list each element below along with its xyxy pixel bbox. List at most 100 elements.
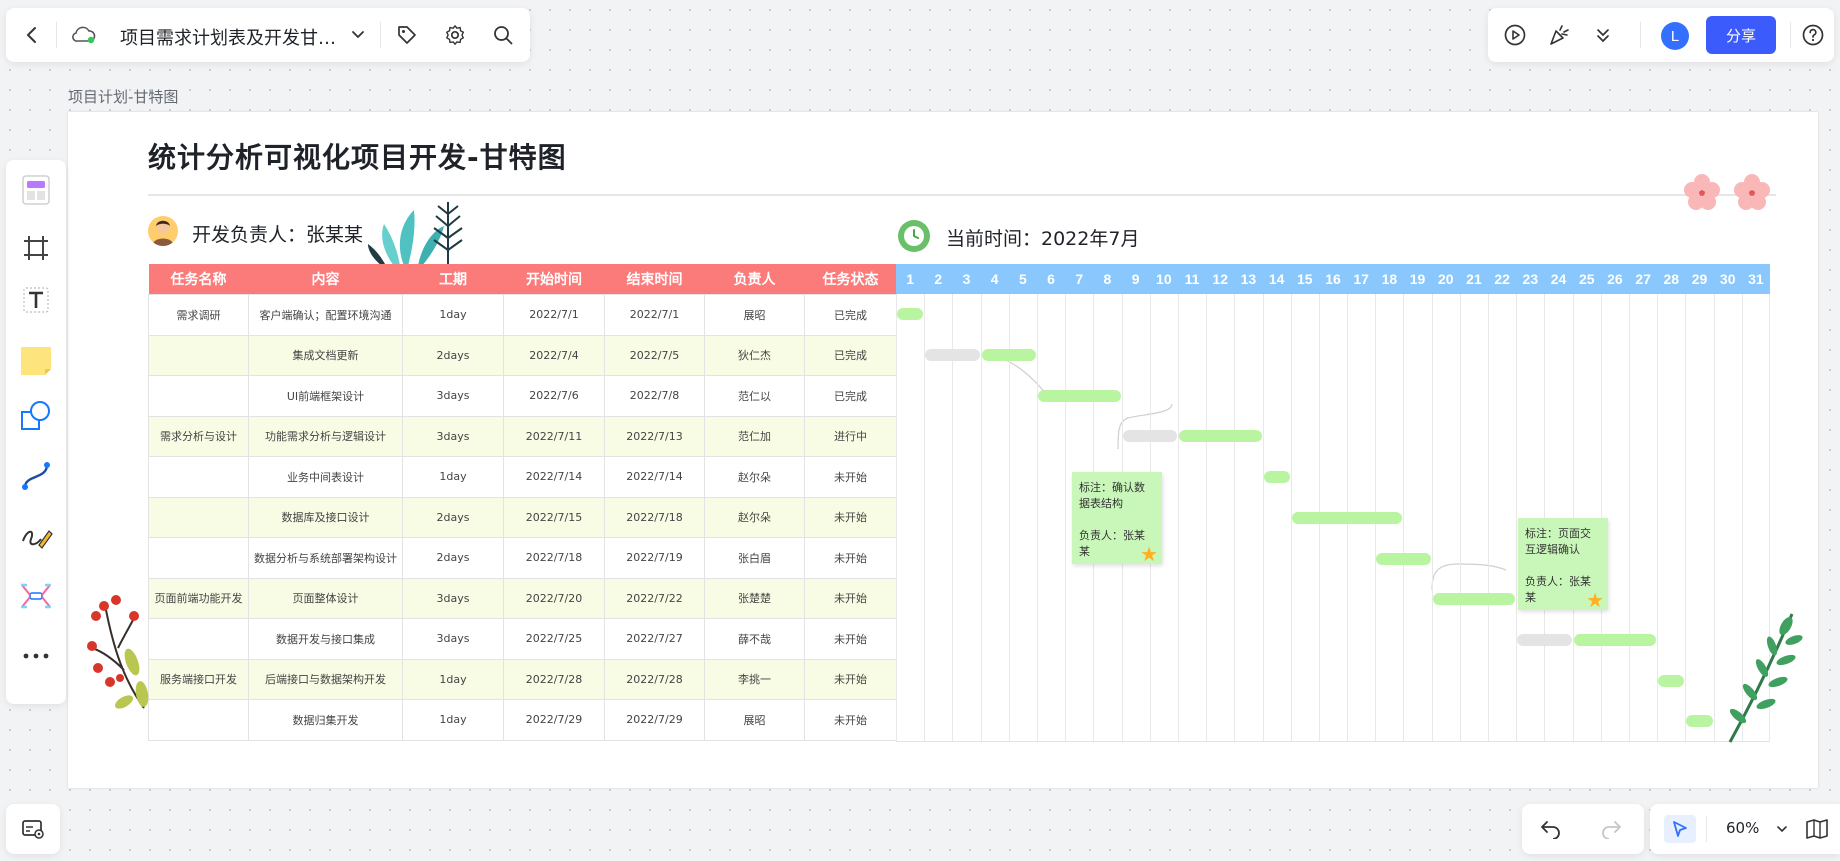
cell-task: 需求分析与设计 xyxy=(148,415,249,457)
map-locate-icon[interactable] xyxy=(19,816,47,842)
frame-tool-icon[interactable] xyxy=(16,228,56,268)
undo-icon[interactable] xyxy=(1536,815,1566,843)
connector-tool-icon[interactable] xyxy=(16,456,56,496)
present-play-icon[interactable] xyxy=(1500,21,1530,49)
gantt-bar[interactable] xyxy=(1686,715,1713,728)
day-label: 29 xyxy=(1691,271,1708,287)
mindmap-tool-icon[interactable] xyxy=(16,576,56,616)
zoom-level[interactable]: 60% xyxy=(1726,819,1760,837)
cell-start: 2022/7/28 xyxy=(503,658,605,700)
gantt-bar[interactable] xyxy=(1263,471,1290,484)
gantt-bar-planned[interactable] xyxy=(925,349,980,362)
sticky-note[interactable]: 标注：页面交互逻辑确认 负责人：张某某 ★ xyxy=(1518,518,1608,610)
day-label: 10 xyxy=(1156,271,1172,287)
cell-start: 2022/7/6 xyxy=(503,375,605,417)
cell-end: 2022/7/28 xyxy=(604,658,705,700)
day-label: 18 xyxy=(1381,271,1398,287)
gantt-bar-planned[interactable] xyxy=(1517,633,1572,646)
double-chevron-down-icon[interactable] xyxy=(1588,21,1618,49)
cell-status: 未开始 xyxy=(804,537,897,579)
current-time-label[interactable]: 当前时间：2022年7月 xyxy=(946,228,1140,250)
chevron-down-icon[interactable] xyxy=(1772,819,1792,839)
user-avatar[interactable]: L xyxy=(1661,22,1689,50)
day-label: 25 xyxy=(1578,271,1595,287)
search-icon[interactable] xyxy=(488,21,518,49)
cell-task xyxy=(148,537,249,579)
gantt-bar[interactable] xyxy=(1178,430,1262,443)
note-text: 标注：确认数据表结构 xyxy=(1079,481,1145,510)
dev-lead-label[interactable]: 开发负责人：张某某 xyxy=(192,224,364,246)
grid-line xyxy=(1234,294,1236,742)
cell-start: 2022/7/15 xyxy=(503,496,605,538)
col-header-status: 任务状态 xyxy=(804,264,897,295)
cell-owner: 张白眉 xyxy=(704,537,805,579)
cell-content: 数据开发与接口集成 xyxy=(248,618,403,660)
document-title[interactable]: 项目需求计划表及开发甘… xyxy=(120,28,336,49)
day-label: 7 xyxy=(1075,271,1084,287)
select-pointer-icon[interactable] xyxy=(1664,815,1696,843)
redo-icon[interactable] xyxy=(1596,815,1626,843)
celebrate-icon[interactable] xyxy=(1544,21,1574,49)
help-icon[interactable] xyxy=(1798,21,1828,49)
more-tools-icon[interactable] xyxy=(16,636,56,676)
day-label: 23 xyxy=(1522,271,1539,287)
gantt-bar[interactable] xyxy=(1573,633,1657,646)
col-header-owner: 负责人 xyxy=(704,264,805,295)
chart-title[interactable]: 统计分析可视化项目开发-甘特图 xyxy=(148,141,567,174)
gantt-bar[interactable] xyxy=(1432,593,1516,606)
grid-line xyxy=(896,294,897,742)
day-label: 5 xyxy=(1018,271,1027,287)
template-icon[interactable] xyxy=(16,170,56,210)
minimap-book-icon[interactable] xyxy=(1802,816,1832,842)
history-panel xyxy=(1522,804,1644,854)
cell-content: 后端接口与数据架构开发 xyxy=(248,658,403,700)
tag-icon[interactable] xyxy=(392,21,422,49)
sticky-note[interactable]: 标注：确认数据表结构 负责人：张某某 ★ xyxy=(1072,472,1162,564)
frame-label[interactable]: 项目计划-甘特图 xyxy=(68,88,179,106)
grid-line xyxy=(980,294,982,742)
cell-end: 2022/7/5 xyxy=(604,334,705,376)
share-button[interactable]: 分享 xyxy=(1706,16,1776,54)
gantt-frame[interactable]: 统计分析可视化项目开发-甘特图 开发负责人：张某某 当前时间：2022年7月 任… xyxy=(68,112,1818,788)
sticky-note-tool-icon[interactable] xyxy=(16,340,56,380)
gantt-bar-planned[interactable] xyxy=(1122,430,1177,443)
cell-start: 2022/7/11 xyxy=(503,415,605,457)
gantt-bar[interactable] xyxy=(1291,511,1403,524)
grid-line xyxy=(1008,294,1010,742)
task-table[interactable]: 任务名称 内容 工期 开始时间 结束时间 负责人 任务状态 需求调研客户端确认；… xyxy=(148,264,897,741)
back-arrow-icon[interactable] xyxy=(18,21,46,49)
gantt-bar[interactable] xyxy=(1658,674,1685,687)
day-label: 20 xyxy=(1437,271,1454,287)
text-tool-icon[interactable] xyxy=(16,280,56,320)
grid-line xyxy=(1177,294,1179,742)
grid-line xyxy=(1516,294,1518,742)
gantt-bar[interactable] xyxy=(897,308,924,321)
day-label: 26 xyxy=(1607,271,1623,287)
cell-owner: 赵尔朵 xyxy=(704,456,805,498)
shape-tool-icon[interactable] xyxy=(16,396,56,436)
bottom-left-panel xyxy=(6,804,60,854)
gantt-bar[interactable] xyxy=(1037,389,1121,402)
grid-line xyxy=(1262,294,1264,742)
cell-content: 数据归集开发 xyxy=(248,699,403,741)
pen-tool-icon[interactable] xyxy=(16,516,56,556)
gantt-bar[interactable] xyxy=(981,349,1036,362)
table-header-row: 任务名称 内容 工期 开始时间 结束时间 负责人 任务状态 xyxy=(148,264,897,295)
cell-end: 2022/7/8 xyxy=(604,375,705,417)
cell-owner: 薛不哉 xyxy=(704,618,805,660)
chevron-down-icon[interactable] xyxy=(346,23,370,47)
gear-icon[interactable] xyxy=(440,21,470,49)
gantt-bar[interactable] xyxy=(1376,552,1431,565)
